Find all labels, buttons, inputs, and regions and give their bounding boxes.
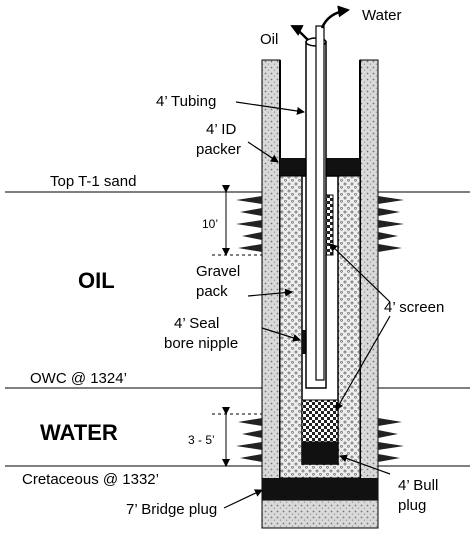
- bull-label-line1: 4’ Bull: [398, 477, 438, 494]
- tubing-label: 4’ Tubing: [156, 93, 216, 110]
- packer-label-line2: packer: [196, 141, 241, 158]
- cement-sheath: [261, 59, 379, 529]
- seal-label-line1: 4’ Seal: [174, 315, 219, 332]
- water-arrow-label: Water: [362, 7, 401, 24]
- water-flow-arrow: [320, 5, 350, 29]
- formation-lines: [5, 191, 470, 467]
- oil-flow-arrow: [290, 24, 309, 41]
- inner-string: [315, 25, 325, 381]
- tubing-leader: [235, 101, 305, 115]
- oil-zone-label: OIL: [78, 268, 115, 293]
- lower-screen: [301, 399, 339, 443]
- owc-label: OWC @ 1324’: [30, 370, 127, 387]
- perforations-lower-left: [236, 418, 262, 462]
- gravel-label-line1: Gravel: [196, 263, 240, 280]
- seal-leader: [261, 327, 301, 342]
- interval-10-label: 10’: [202, 217, 218, 231]
- water-zone-label: WATER: [40, 420, 118, 445]
- cement-right: [359, 59, 379, 529]
- packer-leader: [247, 141, 279, 163]
- bull-label-line2: plug: [398, 497, 426, 514]
- top-sand-label: Top T-1 sand: [50, 173, 136, 190]
- perforations-upper-right: [378, 196, 404, 252]
- cement-bottom: [261, 499, 379, 529]
- perforations-lower-right: [378, 418, 404, 462]
- callout-lines: [223, 101, 391, 509]
- screen-label: 4’ screen: [384, 299, 444, 316]
- bull-leader: [339, 454, 391, 475]
- screen-leader-upper: [329, 243, 391, 303]
- gravel-leader: [247, 288, 293, 297]
- seal-label-line2: bore nipple: [164, 335, 238, 352]
- packer-label-line1: 4’ ID: [206, 121, 236, 138]
- bull-plug: [302, 442, 338, 464]
- interval-dashed-lines: [212, 254, 262, 415]
- perforations-upper-left: [236, 196, 262, 252]
- oil-arrow-label: Oil: [260, 31, 278, 48]
- bridge-plug-label: 7’ Bridge plug: [126, 501, 217, 518]
- cretaceous-label: Cretaceous @ 1332’: [22, 471, 159, 488]
- bridge-leader: [223, 489, 263, 509]
- gravel-label-line2: pack: [196, 283, 228, 300]
- bridge-plug: [262, 478, 378, 500]
- interval-35-label: 3 - 5’: [188, 433, 215, 447]
- screen-leader-lower: [335, 315, 391, 411]
